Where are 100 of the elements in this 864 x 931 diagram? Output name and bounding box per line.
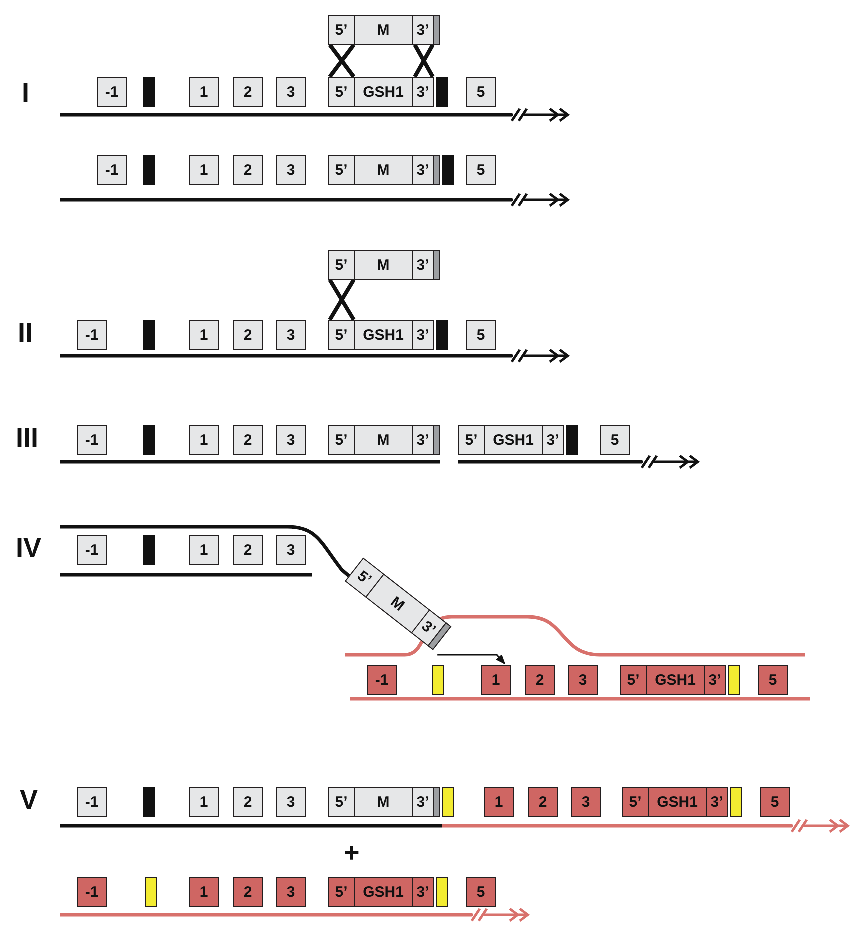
exon-box: 3: [276, 877, 306, 907]
segment-label: GSH1: [354, 877, 414, 907]
segment-label: M: [354, 787, 414, 817]
exon-box: 2: [233, 77, 263, 107]
exon-box: 5: [466, 877, 496, 907]
segment-label: 3’: [412, 155, 434, 185]
exon-box: 2: [525, 665, 555, 695]
bar-marker: [566, 425, 578, 455]
bar-marker: [143, 787, 155, 817]
segment-label: 3’: [412, 425, 434, 455]
segment-label: 5’: [328, 15, 355, 45]
bar-marker: [436, 77, 448, 107]
segment-label: M: [354, 155, 414, 185]
row-numeral: II: [18, 318, 34, 349]
bar-marker: [143, 155, 155, 185]
segment-label: GSH1: [648, 787, 708, 817]
segment-label: 5’: [622, 787, 649, 817]
exon-box: 3: [276, 155, 306, 185]
exon-box: -1: [367, 665, 397, 695]
segment-label: 3’: [412, 320, 434, 350]
segment-label: 5’: [328, 877, 355, 907]
exon-box: 3: [276, 77, 306, 107]
segment-label: 3’: [412, 787, 434, 817]
exon-box: 2: [233, 535, 263, 565]
exon-box: 5: [466, 155, 496, 185]
segment-label: 3’: [412, 15, 434, 45]
exon-box: 1: [189, 425, 219, 455]
bar-marker: [143, 77, 155, 107]
bar-marker: [145, 877, 157, 907]
segment-label: 5’: [620, 665, 647, 695]
segment-label: GSH1: [646, 665, 706, 695]
bar-marker: [436, 320, 448, 350]
exon-box: 2: [233, 155, 263, 185]
bar-marker: [730, 787, 742, 817]
bar-marker: [143, 425, 155, 455]
segment-label: 5’: [328, 250, 355, 280]
segment-label: M: [354, 15, 414, 45]
exon-box: 3: [276, 787, 306, 817]
segment-label: 3’: [704, 665, 726, 695]
bar-marker: [436, 877, 448, 907]
row-numeral: III: [16, 423, 39, 454]
exon-box: 2: [233, 425, 263, 455]
segment-label: 3’: [412, 250, 434, 280]
exon-box: 5: [760, 787, 790, 817]
segment-label: 5’: [328, 425, 355, 455]
segment-label: GSH1: [354, 320, 414, 350]
exon-box: -1: [77, 425, 107, 455]
exon-box: 5: [466, 320, 496, 350]
exon-box: -1: [77, 877, 107, 907]
segment-label: 5’: [328, 77, 355, 107]
bar-marker: [432, 665, 444, 695]
row-numeral: V: [20, 785, 38, 816]
exon-box: 1: [189, 155, 219, 185]
exon-box: 1: [189, 535, 219, 565]
exon-box: 2: [233, 877, 263, 907]
segment-label: 5’: [328, 155, 355, 185]
bar-marker: [143, 320, 155, 350]
exon-box: 3: [276, 535, 306, 565]
exon-box: 5: [466, 77, 496, 107]
exon-box: 3: [568, 665, 598, 695]
exon-box: -1: [77, 535, 107, 565]
bar-marker: [143, 535, 155, 565]
plus-sign: +: [344, 838, 360, 869]
row-numeral: IV: [16, 533, 42, 564]
crossover-mark: [328, 278, 356, 322]
crossover-mark: [413, 43, 435, 79]
bar-marker: [442, 155, 454, 185]
exon-box: 2: [233, 320, 263, 350]
segment-label: M: [354, 250, 414, 280]
segment-label: M: [354, 425, 414, 455]
exon-box: 1: [484, 787, 514, 817]
exon-box: 2: [233, 787, 263, 817]
bar-marker: [728, 665, 740, 695]
segment-label: 5’: [458, 425, 485, 455]
exon-box: -1: [77, 320, 107, 350]
segment-label: 3’: [706, 787, 728, 817]
exon-box: -1: [97, 77, 127, 107]
arrow: [438, 654, 506, 665]
crossover-mark: [328, 43, 356, 79]
exon-box: 1: [189, 877, 219, 907]
segment-label: 5’: [328, 787, 355, 817]
segment-label: GSH1: [354, 77, 414, 107]
exon-box: 3: [276, 320, 306, 350]
bar-marker: [442, 787, 454, 817]
exon-box: 1: [189, 320, 219, 350]
segment-label: 3’: [412, 877, 434, 907]
segment-label: GSH1: [484, 425, 544, 455]
exon-box: -1: [97, 155, 127, 185]
segment-label: 3’: [412, 77, 434, 107]
exon-box: 3: [276, 425, 306, 455]
exon-box: 2: [528, 787, 558, 817]
exon-box: 1: [189, 787, 219, 817]
segment-label: 3’: [542, 425, 564, 455]
row-numeral: I: [22, 78, 30, 109]
exon-box: 5: [600, 425, 630, 455]
exon-box: -1: [77, 787, 107, 817]
segment-label: 5’: [328, 320, 355, 350]
exon-box: 1: [481, 665, 511, 695]
exon-box: 5: [758, 665, 788, 695]
exon-box: 3: [571, 787, 601, 817]
